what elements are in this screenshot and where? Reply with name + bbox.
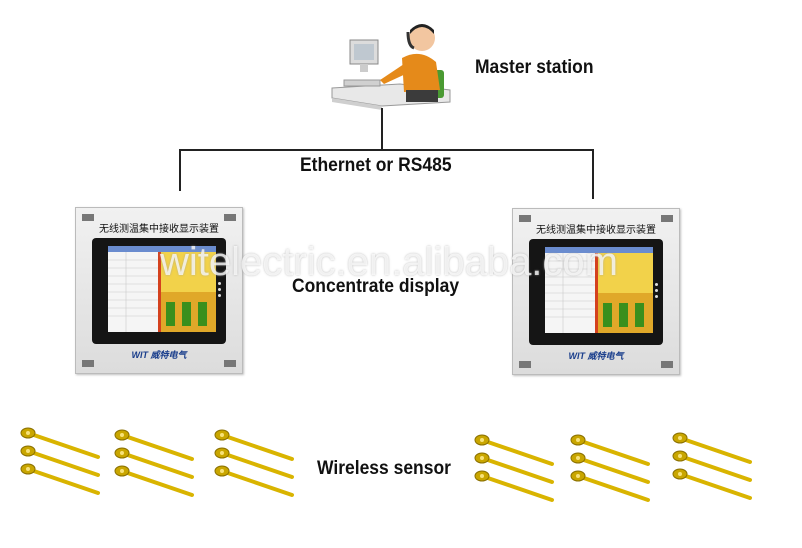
wireless-sensor-icon xyxy=(570,434,650,466)
concentrate-display-right: 无线测温集中接收显示装置 xyxy=(512,208,680,375)
wireless-sensor-icon xyxy=(114,465,194,497)
display-bezel xyxy=(529,239,663,345)
wireless-sensor-icon xyxy=(672,468,752,500)
wireless-sensor-icon xyxy=(214,429,294,461)
brand-logo: WIT 威特电气 xyxy=(568,351,624,361)
brand-logo: WIT 威特电气 xyxy=(131,350,187,360)
sensor-group-5 xyxy=(570,434,650,502)
sensor-group-6 xyxy=(672,432,752,500)
wireless-sensor-icon xyxy=(214,465,294,497)
display-screen xyxy=(545,247,653,333)
wireless-sensor-icon xyxy=(672,450,752,482)
wireless-sensor-icon xyxy=(20,427,100,459)
sensor-group-4 xyxy=(474,434,554,502)
wireless-sensor-icon xyxy=(474,470,554,502)
wireless-sensor-icon xyxy=(214,447,294,479)
display-screen xyxy=(108,246,216,332)
panel-title: 无线测温集中接收显示装置 xyxy=(536,225,656,236)
uplink-wire xyxy=(381,108,383,150)
watermark: witelectric.en.alibaba.com xyxy=(160,240,618,284)
wireless-sensor-icon xyxy=(474,434,554,466)
master-station-illustration xyxy=(331,24,451,110)
sensor-group-1 xyxy=(20,427,100,495)
keyboard-icon xyxy=(343,79,381,87)
panel-title: 无线测温集中接收显示装置 xyxy=(99,224,219,235)
operator-icon xyxy=(380,24,440,102)
wireless-sensor-icon xyxy=(20,463,100,495)
sensor-group-3 xyxy=(214,429,294,497)
wireless-sensor-label: Wireless sensor xyxy=(317,458,451,479)
sensor-group-2 xyxy=(114,429,194,497)
wireless-sensor-icon xyxy=(20,445,100,477)
right-drop-wire xyxy=(592,149,594,199)
left-drop-wire xyxy=(179,149,181,191)
master-station-label: Master station xyxy=(475,57,594,78)
wireless-sensor-icon xyxy=(672,432,752,464)
wireless-sensor-icon xyxy=(570,452,650,484)
display-bezel xyxy=(92,238,226,344)
wireless-sensor-icon xyxy=(114,447,194,479)
network-bus-wire xyxy=(179,149,594,151)
wireless-sensor-icon xyxy=(114,429,194,461)
wireless-sensor-icon xyxy=(474,452,554,484)
network-label: Ethernet or RS485 xyxy=(300,155,452,176)
concentrate-display-left: 无线测温集中接收显示装置 xyxy=(75,207,243,374)
wireless-sensor-icon xyxy=(570,470,650,502)
concentrate-display-label: Concentrate display xyxy=(292,276,460,297)
